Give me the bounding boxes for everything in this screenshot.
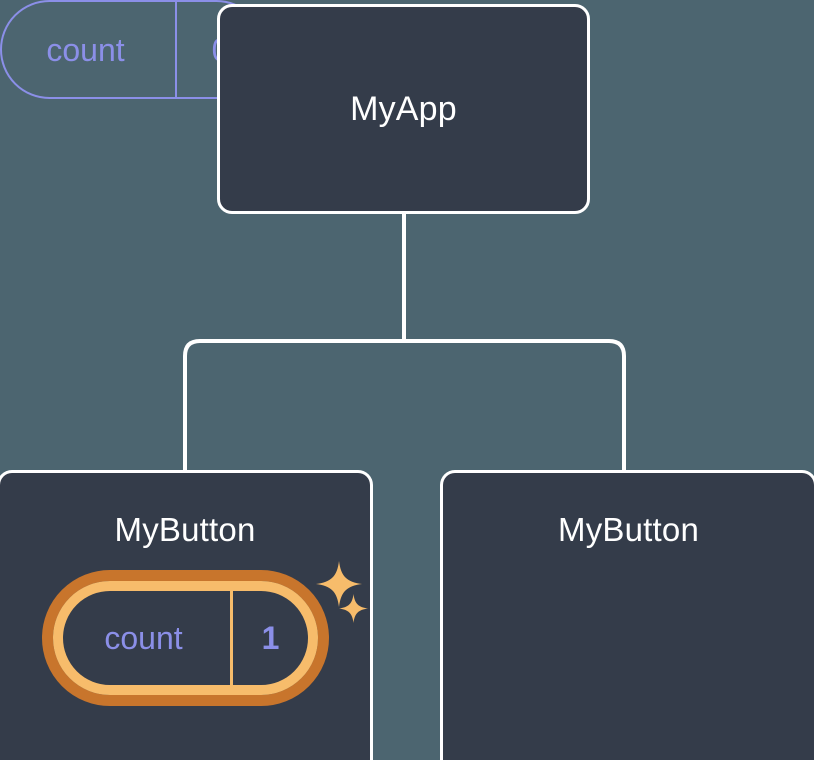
state-pill-highlighted-divider [230,591,233,685]
state-pill-plain-divider [175,2,177,97]
node-mybutton-right-title: MyButton [558,511,699,548]
node-mybutton-left-title: MyButton [114,511,256,548]
connector-branch-left [183,339,404,472]
state-pill-plain-key: count [46,31,125,68]
node-myapp[interactable]: MyApp [217,4,590,214]
connector-branch-right [404,339,626,472]
state-pill-highlighted-key: count [104,620,183,656]
state-pill-highlighted-value: 1 [261,620,280,656]
state-pill-highlighted[interactable]: count 1 [42,570,329,706]
node-mybutton-right[interactable]: MyButton [440,470,814,760]
state-pill-highlighted-body: count 1 [53,581,318,695]
node-myapp-title: MyApp [350,89,457,128]
